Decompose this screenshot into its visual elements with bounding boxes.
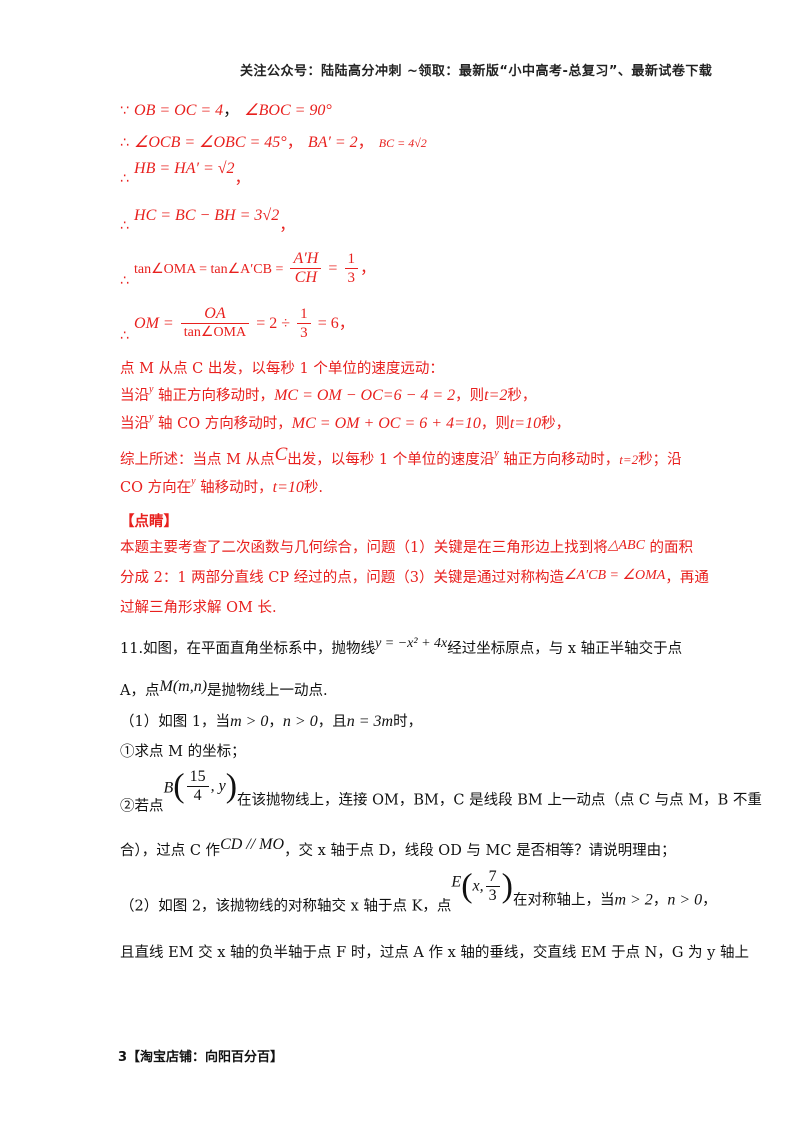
solution-line-4: ∴ HC = BC − BH = 3√2， bbox=[120, 205, 295, 235]
comment-line-1: 本题主要考查了二次函数与几何综合，问题（1）关键是在三角形边上找到将△ABC 的… bbox=[120, 538, 694, 556]
therefore-symbol: ∴ bbox=[120, 273, 129, 289]
because-symbol: ∵ bbox=[120, 103, 129, 119]
punct: ， bbox=[234, 170, 251, 187]
comment-line-3: 过解三角形求解 OM 长. bbox=[120, 600, 277, 616]
comment-title: 【点睛】 bbox=[120, 513, 178, 530]
equation: OM = bbox=[134, 315, 174, 332]
equation: = 6 bbox=[317, 315, 339, 332]
therefore-symbol: ∴ bbox=[120, 135, 129, 151]
solution-line-9: 当沿y 轴 CO 方向移动时，MC = OM + OC = 6 + 4=10，则… bbox=[120, 412, 571, 432]
equation: ∠OCB = ∠OBC = 45° bbox=[134, 134, 287, 151]
problem-line-2: A，点M(m,n)是抛物线上一动点. bbox=[120, 678, 328, 699]
equation: HB = HA′ = √2 bbox=[134, 160, 235, 177]
therefore-symbol: ∴ bbox=[120, 171, 129, 187]
page-footer: 3【淘宝店铺：向阳百分百】 bbox=[118, 1050, 284, 1065]
equation: HC = BC − BH = 3√2 bbox=[134, 207, 280, 224]
problem-line-3: （1）如图 1，当m > 0，n > 0，且n = 3m时， bbox=[120, 713, 423, 730]
equals-sign: = bbox=[328, 260, 338, 277]
therefore-symbol: ∴ bbox=[120, 218, 129, 234]
equation: BC = 4√2 bbox=[378, 136, 427, 150]
solution-line-3: ∴ HB = HA′ = √2， bbox=[120, 158, 251, 188]
solution-line-11: CO 方向在y 轴移动时，t=10秒. bbox=[120, 476, 324, 496]
problem-line-6: 合），过点 C 作CD // MO，交 x 轴于点 D，线段 OD 与 MC 是… bbox=[120, 836, 676, 859]
solution-line-7: 点 M 从点 C 出发，以每秒 1 个单位的速度远动： bbox=[120, 361, 444, 377]
punct: ， bbox=[360, 260, 377, 277]
punct: ， bbox=[279, 217, 296, 234]
solution-line-8: 当沿y 轴正方向移动时，MC = OM − OC=6 − 4 = 2，则t=2秒… bbox=[120, 384, 537, 404]
equation: BA′ = 2 bbox=[307, 134, 358, 151]
equation: ∠BOC = 90° bbox=[244, 102, 332, 119]
solution-line-1: ∵ OB = OC = 4， ∠BOC = 90° bbox=[120, 102, 332, 119]
problem-line-8: 且直线 EM 交 x 轴的负半轴于点 F 时，过点 A 作 x 轴的垂线，交直线… bbox=[120, 945, 749, 961]
equation: = 2 ÷ bbox=[256, 315, 291, 332]
equation: OB = OC = 4 bbox=[134, 102, 224, 119]
equation: tan∠OMA = tan∠A′CB = bbox=[134, 262, 284, 277]
problem-line-1: 11.如图，在平面直角坐标系中，抛物线y = −x² + 4x经过坐标原点，与 … bbox=[120, 636, 683, 657]
punct: ， bbox=[338, 315, 355, 332]
solution-line-10: 综上所述：当点 M 从点C出发，以每秒 1 个单位的速度沿y 轴正方向移动时，t… bbox=[120, 444, 682, 468]
therefore-symbol: ∴ bbox=[120, 328, 129, 344]
problem-line-4: ①求点 M 的坐标； bbox=[120, 744, 246, 760]
page-header: 关注公众号：陆陆高分冲刺 ~领取：最新版“小中高考-总复习”、最新试卷下载 bbox=[240, 64, 713, 79]
comment-line-2: 分成 2：1 两部分直线 CP 经过的点，问题（3）关键是通过对称构造∠A′CB… bbox=[120, 568, 709, 586]
solution-line-2: ∴ ∠OCB = ∠OBC = 45°， BA′ = 2， BC = 4√2 bbox=[120, 134, 427, 151]
